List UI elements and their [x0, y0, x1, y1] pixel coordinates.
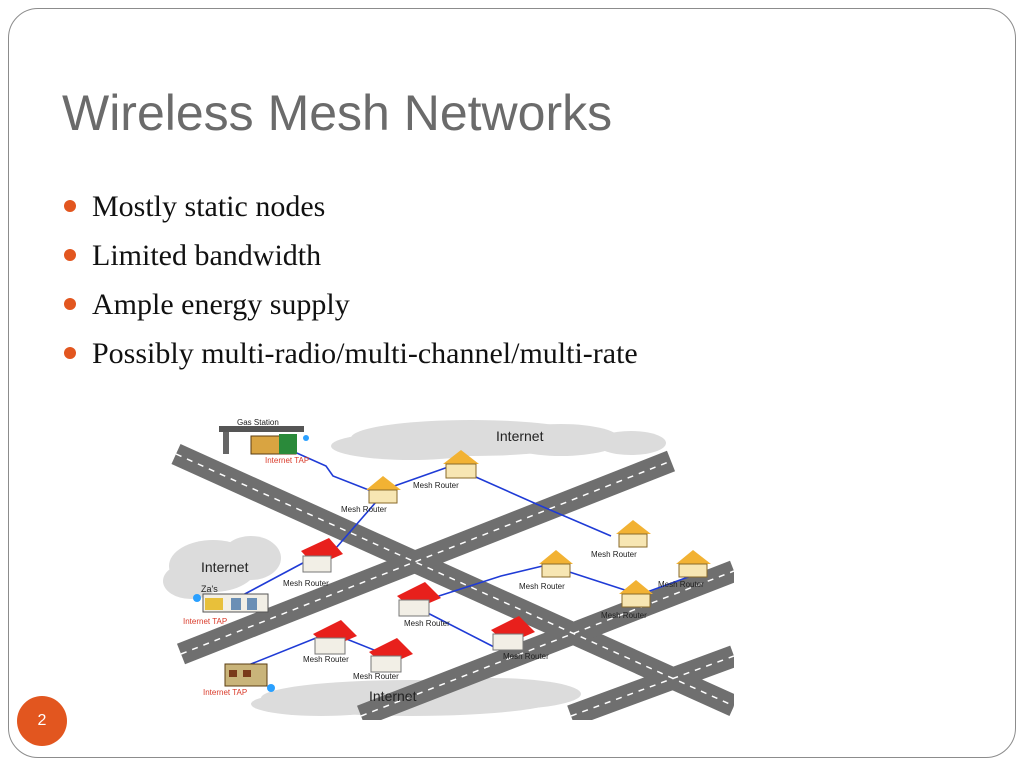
internet-label: Internet: [201, 559, 249, 575]
mesh-router-label: Mesh Router: [601, 611, 647, 620]
bullet-item: Possibly multi-radio/multi-channel/multi…: [62, 329, 638, 378]
mesh-router-label: Mesh Router: [303, 655, 349, 664]
mesh-router-label: Mesh Router: [341, 505, 387, 514]
bullet-list: Mostly static nodes Limited bandwidth Am…: [62, 182, 638, 378]
bullet-item: Ample energy supply: [62, 280, 638, 329]
internet-tap-label: Internet TAP: [265, 456, 309, 465]
bullet-item: Limited bandwidth: [62, 231, 638, 280]
internet-tap-label: Internet TAP: [183, 617, 227, 626]
gas-station-label: Gas Station: [237, 418, 279, 427]
internet-tap-label: Internet TAP: [203, 688, 247, 697]
bullet-icon: [64, 347, 76, 359]
bullet-text: Ample energy supply: [92, 288, 350, 321]
shop-label: Za's: [201, 584, 218, 594]
bullet-icon: [64, 249, 76, 261]
mesh-router-label: Mesh Router: [519, 582, 565, 591]
house-icon: [539, 550, 573, 578]
internet-label: Internet: [369, 688, 417, 704]
bullet-text: Mostly static nodes: [92, 190, 326, 223]
building-icon: [224, 663, 275, 692]
mesh-router-label: Mesh Router: [591, 550, 637, 559]
internet-label: Internet: [496, 428, 544, 444]
house-icon: [443, 450, 479, 479]
mesh-router-label: Mesh Router: [503, 652, 549, 661]
house-icon: [369, 638, 413, 673]
house-icon: [491, 616, 535, 651]
mesh-router-label: Mesh Router: [413, 481, 459, 490]
gas-station-icon: [219, 426, 309, 455]
mesh-router-label: Mesh Router: [353, 672, 399, 681]
house-icon: [676, 550, 711, 578]
slide-number-badge: 2: [17, 696, 67, 746]
bullet-icon: [64, 200, 76, 212]
mesh-network-diagram: Gas Station Internet Internet Internet I…: [161, 416, 734, 720]
house-icon: [397, 582, 441, 617]
house-icon: [616, 520, 651, 548]
diagram-labels: Gas Station Internet Internet Internet I…: [183, 418, 704, 704]
cloud-icon: [163, 536, 281, 599]
mesh-router-label: Mesh Router: [404, 619, 450, 628]
bullet-icon: [64, 298, 76, 310]
mesh-router-label: Mesh Router: [658, 580, 704, 589]
bullet-text: Limited bandwidth: [92, 239, 322, 272]
cloud-icon: [331, 420, 666, 460]
house-icon: [366, 476, 401, 504]
house-icon: [313, 620, 357, 655]
shop-icon: [193, 593, 269, 613]
mesh-router-label: Mesh Router: [283, 579, 329, 588]
house-icon: [619, 580, 653, 608]
house-icon: [301, 538, 343, 573]
slide-title: Wireless Mesh Networks: [62, 85, 613, 141]
bullet-item: Mostly static nodes: [62, 182, 638, 231]
bullet-text: Possibly multi-radio/multi-channel/multi…: [92, 337, 638, 370]
